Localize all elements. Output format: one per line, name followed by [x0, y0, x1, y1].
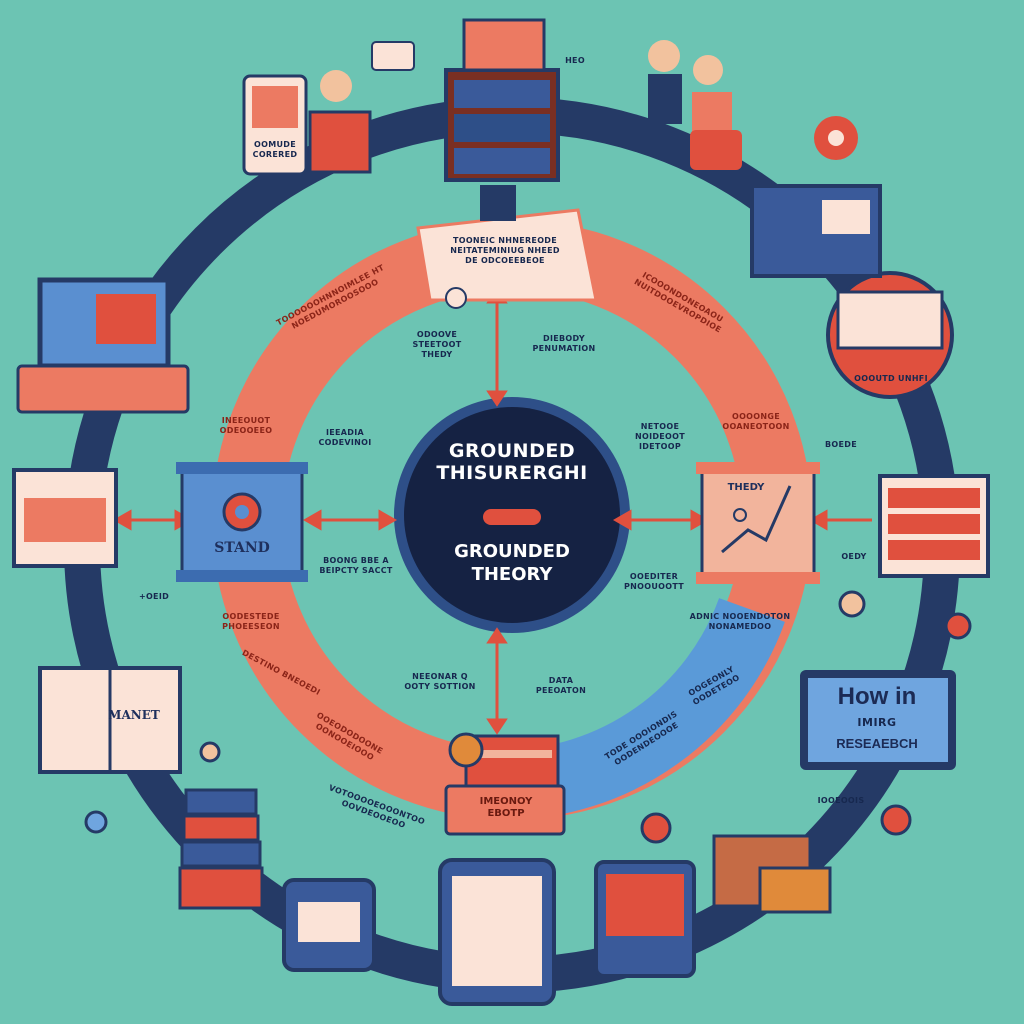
top-banner-line-3: DE ODCOEEBEOE: [465, 256, 545, 265]
person-icon: [648, 40, 680, 72]
easel-line-2: CORERED: [252, 150, 298, 159]
center-subtitle-line-2: THEORY: [471, 564, 553, 585]
theory-label: THEDY: [727, 482, 765, 493]
graduation-icon: [480, 185, 516, 221]
heart-icon: [880, 804, 912, 836]
monitor-subtitle: RESEAEBCH: [836, 736, 918, 751]
bottom-badge-line-2: EBOTP: [487, 808, 525, 819]
inner-label-top-right: DIEBODY PENUMATION: [532, 334, 596, 353]
inner-label-top-left: ODOOVE STEETOOT THEDY: [412, 330, 462, 359]
inner-label-right-lower: OOEDITER PNOOUOOTT: [623, 572, 685, 591]
inner-label-bottom-right: DATA PEEOATON: [535, 676, 587, 695]
outer-label-left-small: +OEID: [138, 592, 170, 601]
center-divider: [483, 509, 541, 525]
top-banner-text: TOONEIC NHNEREODE NEITATEMINIUG NHEED DE…: [430, 236, 580, 266]
dot-icon: [84, 810, 108, 834]
monitor-title-line-1: How in: [837, 683, 917, 710]
monitor-title-line-2: IMIRG: [857, 716, 897, 729]
inner-label-right-upper: NETOOE NOIDEOOT IDETOOP: [634, 422, 686, 451]
book-label: MANET: [108, 708, 160, 722]
stand-label: STAND: [214, 540, 270, 556]
outer-label-bottom-right: IOOEOOIS: [817, 796, 865, 805]
center-title-line-1: GROUNDED: [448, 440, 576, 462]
center-title: GROUNDED THISURERGHI: [402, 440, 622, 484]
inner-label-bottom-left: NEEONAR Q OOTY SOTTION: [404, 672, 476, 691]
inner-label-left-upper: IEEADIA CODEVINOI: [318, 428, 372, 447]
monitor-title: How in: [812, 684, 942, 710]
badge-icon: [944, 612, 972, 640]
books-stack-icon: [184, 788, 258, 816]
lightbulb-icon: [838, 590, 866, 618]
easel-line-1: OOMUDE: [254, 140, 296, 149]
right-book-label: OOOUTD UNHFI: [854, 374, 928, 383]
center-subtitle: GROUNDED THEORY: [402, 540, 622, 586]
lightbulb-icon: [640, 812, 672, 844]
bottom-badge-line-1: IMEONOY: [479, 796, 533, 807]
outer-label-right-small: OEDY: [841, 552, 867, 561]
center-arrows: [112, 287, 872, 735]
top-banner-line-2: NEITATEMINIUG NHEED: [450, 246, 560, 255]
ring-label-left-lower: OODESTEDE PHOEESEON: [222, 612, 280, 631]
easel-label: OOMUDE CORERED: [248, 140, 302, 160]
top-banner-line-1: TOONEIC NHNEREODE: [452, 236, 558, 245]
center-subtitle-line-1: GROUNDED: [454, 541, 570, 562]
inner-label-left-lower: BOONG BBE A BEIPCTY SACCT: [319, 556, 393, 575]
chart-icon: [721, 485, 792, 554]
lightbulb-icon: [199, 741, 221, 763]
outer-label-far-right: BOEDE: [825, 440, 857, 449]
top-banner: [416, 208, 598, 302]
bottom-badge-label: IMEONOY EBOTP: [450, 796, 562, 820]
chat-bubble-icon: [371, 41, 415, 71]
ring-label-left-upper: INEEOUOT ODEOOEEO: [219, 416, 273, 435]
ring-label-right-lower: ADNIC NOOENDOTON NONAMEDOO: [689, 612, 791, 631]
monitor-icon: [462, 18, 546, 72]
ring-label-right-upper: OOOONGE OOANEOTOON: [722, 412, 790, 431]
outer-label-top: HEO: [565, 56, 585, 65]
center-title-line-2: THISURERGHI: [436, 462, 588, 484]
